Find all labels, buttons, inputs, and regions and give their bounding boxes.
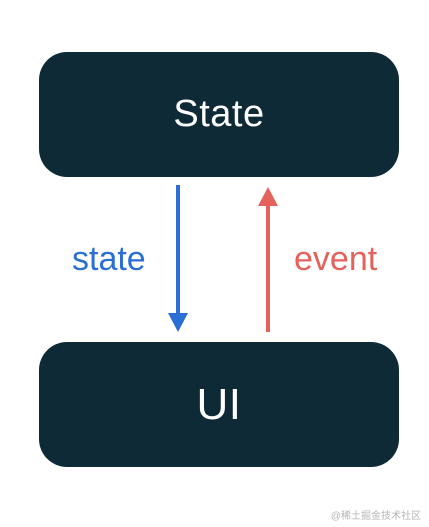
state-edge-label: state — [72, 240, 146, 278]
event-up-arrow — [258, 187, 278, 332]
event-edge-label: event — [294, 240, 378, 278]
watermark: @稀土掘金技术社区 — [330, 511, 421, 522]
ui-node-label: UI — [196, 379, 242, 429]
state-node: State — [39, 52, 399, 177]
state-down-arrow — [168, 185, 188, 332]
ui-node: UI — [39, 342, 399, 467]
state-node-label: State — [173, 93, 265, 135]
